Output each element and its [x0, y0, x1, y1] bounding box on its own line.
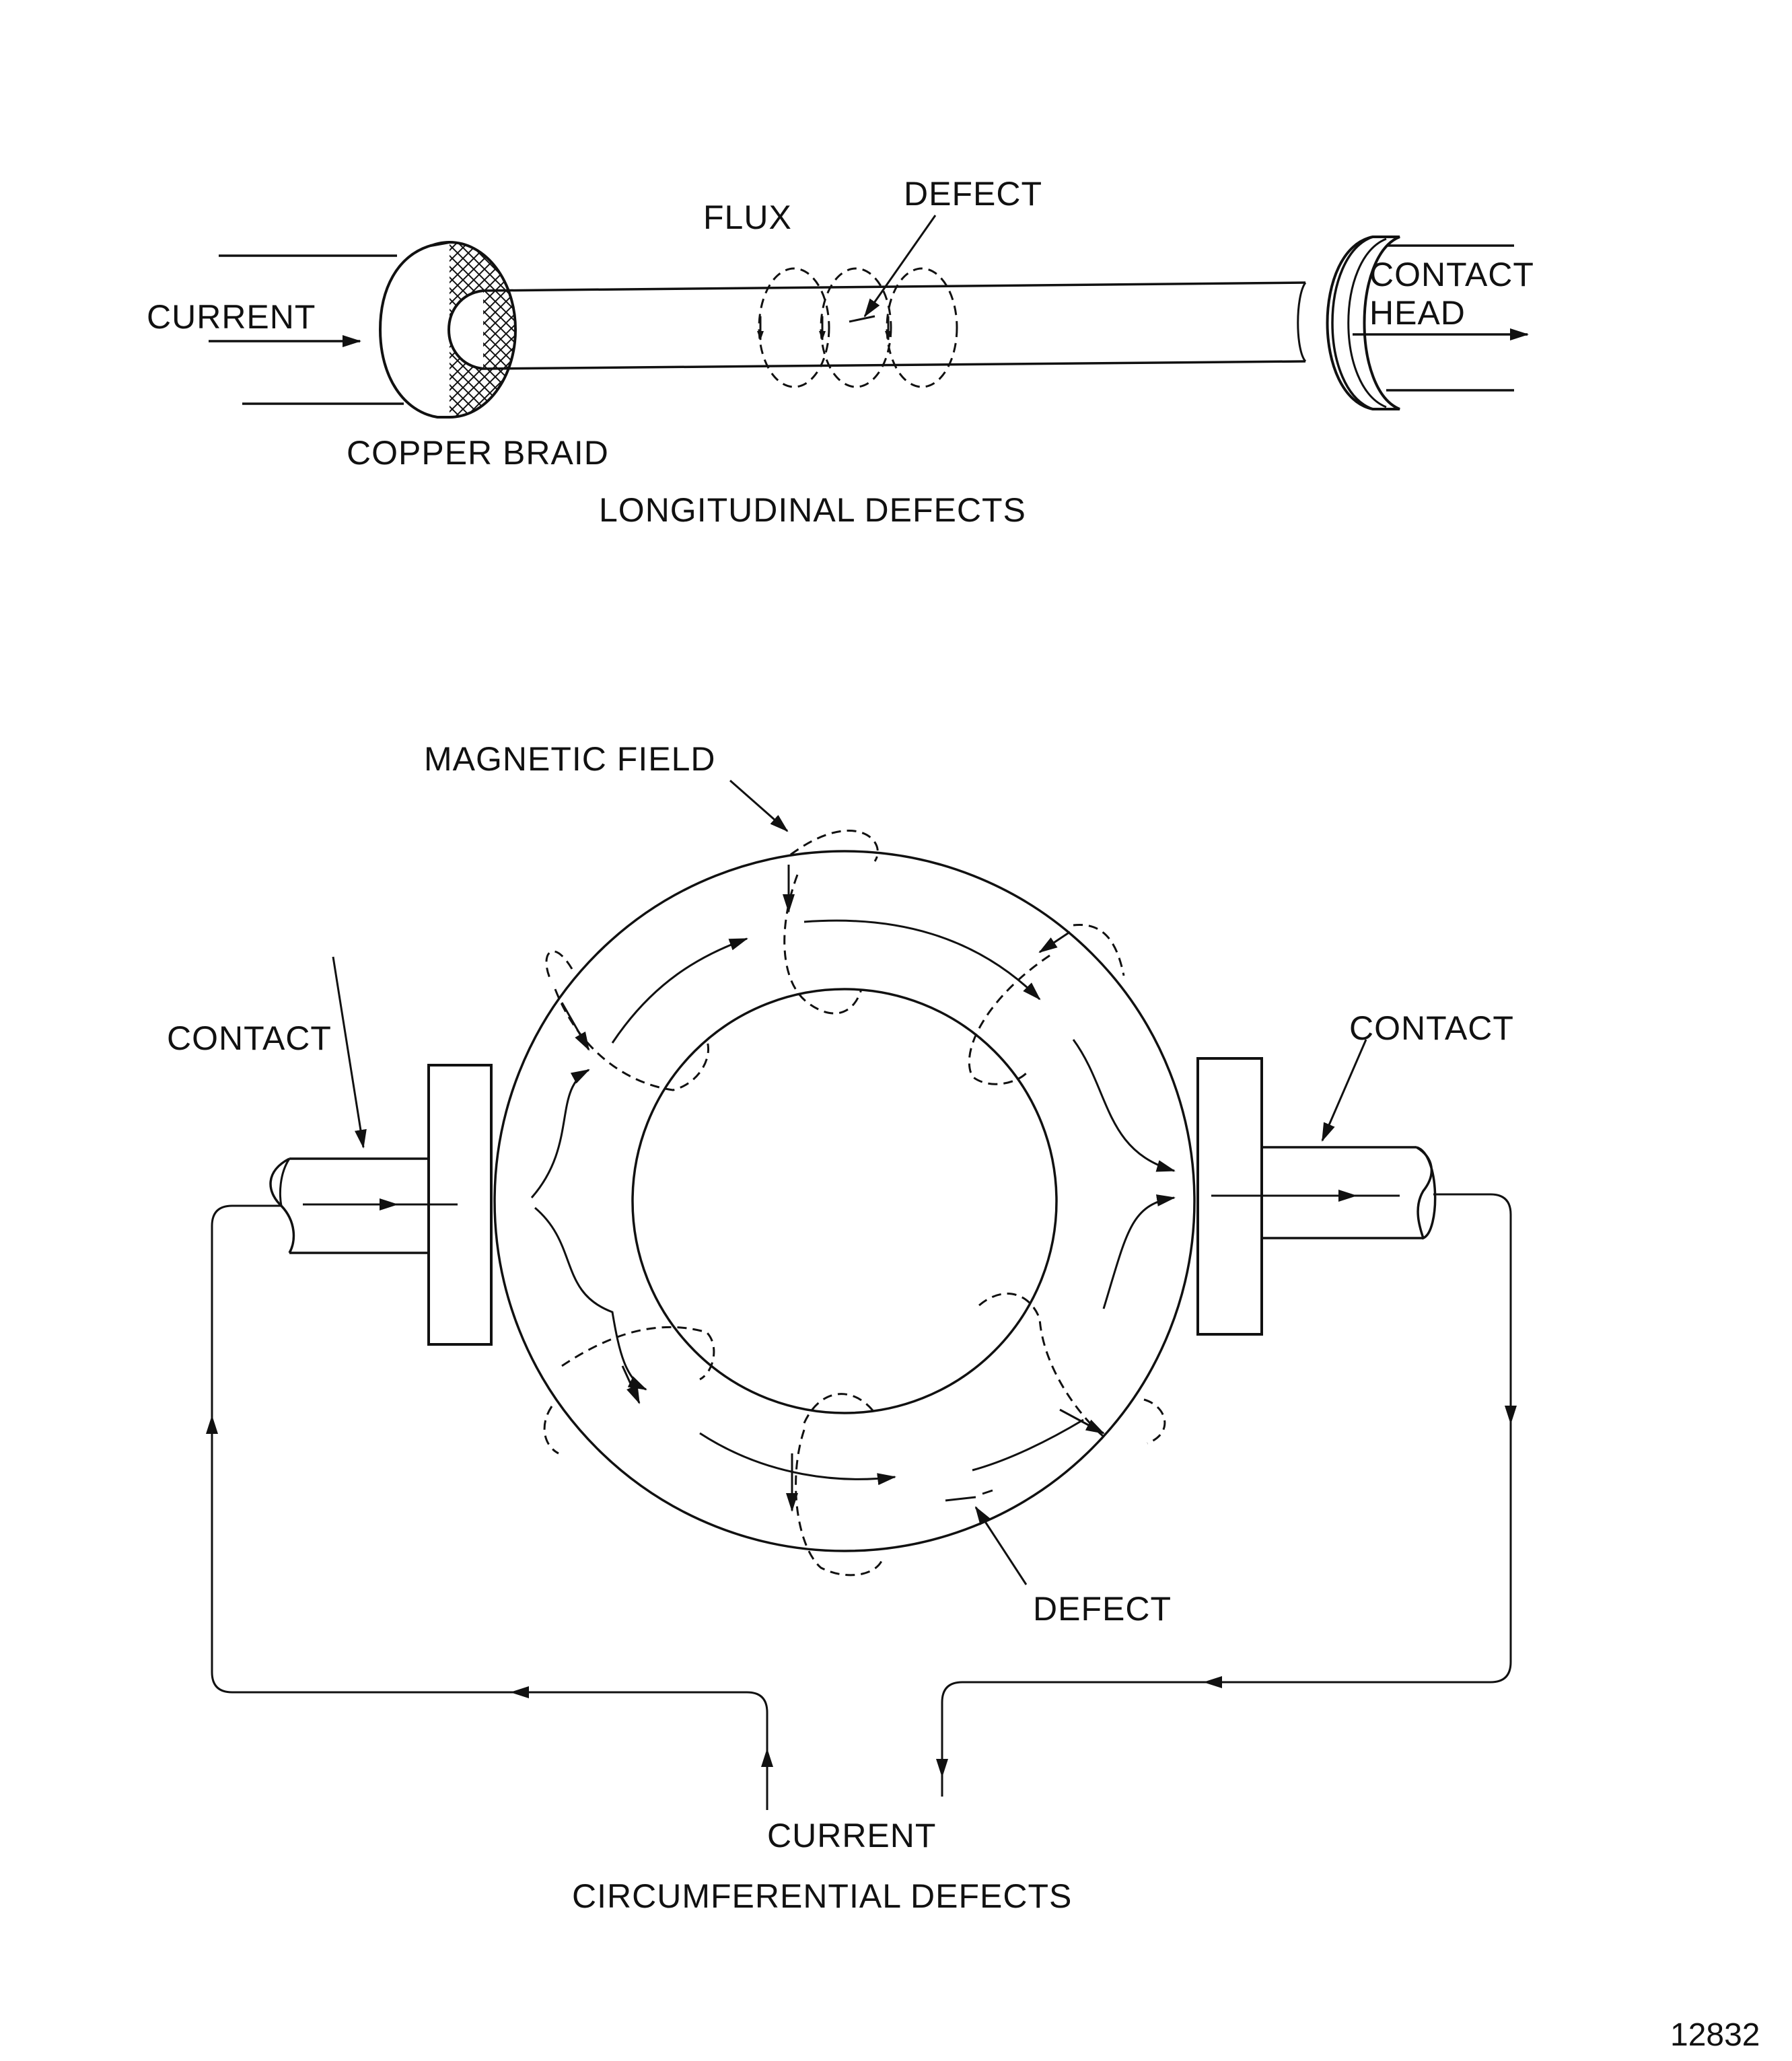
rod-end-left: [447, 289, 484, 370]
mf-arrow-lower-left: [621, 1365, 641, 1404]
current-circuit: [206, 1193, 1517, 1810]
contact-right-pointer: [1321, 1039, 1367, 1142]
mf-loop-lower-right-outer: [1143, 1398, 1166, 1445]
label-current-top: CURRENT: [147, 298, 316, 336]
ring-path-upper-right-1: [803, 919, 1041, 1001]
ring-path-upper-left-2: [611, 937, 748, 1044]
magnetic-field-pointer: [729, 779, 789, 832]
contact-head: [1297, 236, 1514, 410]
contact-head-rim-inner: [1347, 238, 1387, 408]
defect-pointer-top: [863, 215, 937, 318]
label-contact-head-line2: HEAD: [1369, 294, 1466, 332]
mf-loop-upper-right-outer: [1073, 923, 1125, 976]
mf-loop-upper-right-inner: [968, 954, 1050, 1085]
contact-left-pointer: [332, 956, 367, 1149]
cable-end-right: [1416, 1146, 1437, 1240]
mf-loop-lower-left-outer: [543, 1406, 559, 1455]
magnetic-field-loops: [543, 830, 1166, 1577]
ring-path-lower-left-2: [699, 1432, 896, 1486]
mf-loop-upper-left-outer: [545, 950, 573, 983]
circumferential-diagram: MAGNETIC FIELD CONTACT CONTACT DEFECT CU…: [167, 740, 1517, 1915]
label-flux: FLUX: [703, 198, 792, 236]
mf-loop-top-outer: [790, 830, 879, 862]
label-contact-head-line1: CONTACT: [1369, 256, 1534, 293]
flux-loops: [757, 215, 958, 388]
defect-mark-ring: [945, 1489, 993, 1502]
ring-path-lower-right: [1102, 1194, 1176, 1309]
contact-right: [1196, 1039, 1437, 1336]
ring-path-upper-left-1: [530, 1069, 590, 1198]
mf-arrow-upper-right: [1038, 931, 1071, 953]
flux-loop-1: [758, 267, 830, 388]
rod-top-edge: [482, 281, 1306, 292]
contact-left: [269, 956, 493, 1346]
mf-loop-bottom-inner: [803, 1393, 876, 1424]
ring-current-paths: [530, 919, 1176, 1486]
longitudinal-diagram: CURRENT COPPER BRAID FLUX DEFECT CONTACT…: [147, 175, 1534, 529]
label-current-bottom: CURRENT: [767, 1817, 936, 1854]
flux-loop-3: [886, 267, 958, 388]
label-contact-left: CONTACT: [167, 1019, 332, 1057]
label-copper-braid: COPPER BRAID: [347, 434, 609, 472]
contact-head-rim-outer: [1331, 236, 1373, 410]
mf-loop-bottom-outer: [795, 1429, 883, 1577]
circuit-right-branch: [941, 1193, 1512, 1797]
mf-loop-lower-right-inner: [978, 1293, 1104, 1438]
ring-outer-edge: [493, 850, 1196, 1552]
flux-loop-2: [820, 267, 892, 388]
ring-path-lower-left-1: [534, 1206, 647, 1391]
label-defect-top: DEFECT: [904, 175, 1042, 213]
figure-number: 12832: [1670, 2017, 1760, 2053]
mf-arrow-upper-left: [561, 1002, 590, 1051]
ring-inner-edge: [631, 988, 1058, 1414]
label-defect-ring: DEFECT: [1033, 1590, 1172, 1628]
mf-loop-lower-left-inner: [561, 1326, 715, 1381]
mf-loop-top-inner: [783, 874, 863, 1015]
ring-path-upper-right-2: [1072, 1039, 1176, 1172]
mf-arrow-lower-right: [1059, 1408, 1105, 1435]
circuit-left-branch: [211, 1204, 768, 1790]
label-magnetic-field: MAGNETIC FIELD: [424, 740, 715, 778]
label-contact-right: CONTACT: [1349, 1009, 1514, 1047]
rod: [447, 281, 1306, 370]
caption-circumferential: CIRCUMFERENTIAL DEFECTS: [572, 1877, 1072, 1915]
mf-loop-upper-left-inner: [554, 988, 710, 1091]
ring-path-lower-right-2: [972, 1418, 1084, 1472]
defect-mark-top: [849, 315, 875, 323]
caption-longitudinal: LONGITUDINAL DEFECTS: [599, 491, 1026, 529]
defect-pointer-ring: [974, 1506, 1028, 1585]
